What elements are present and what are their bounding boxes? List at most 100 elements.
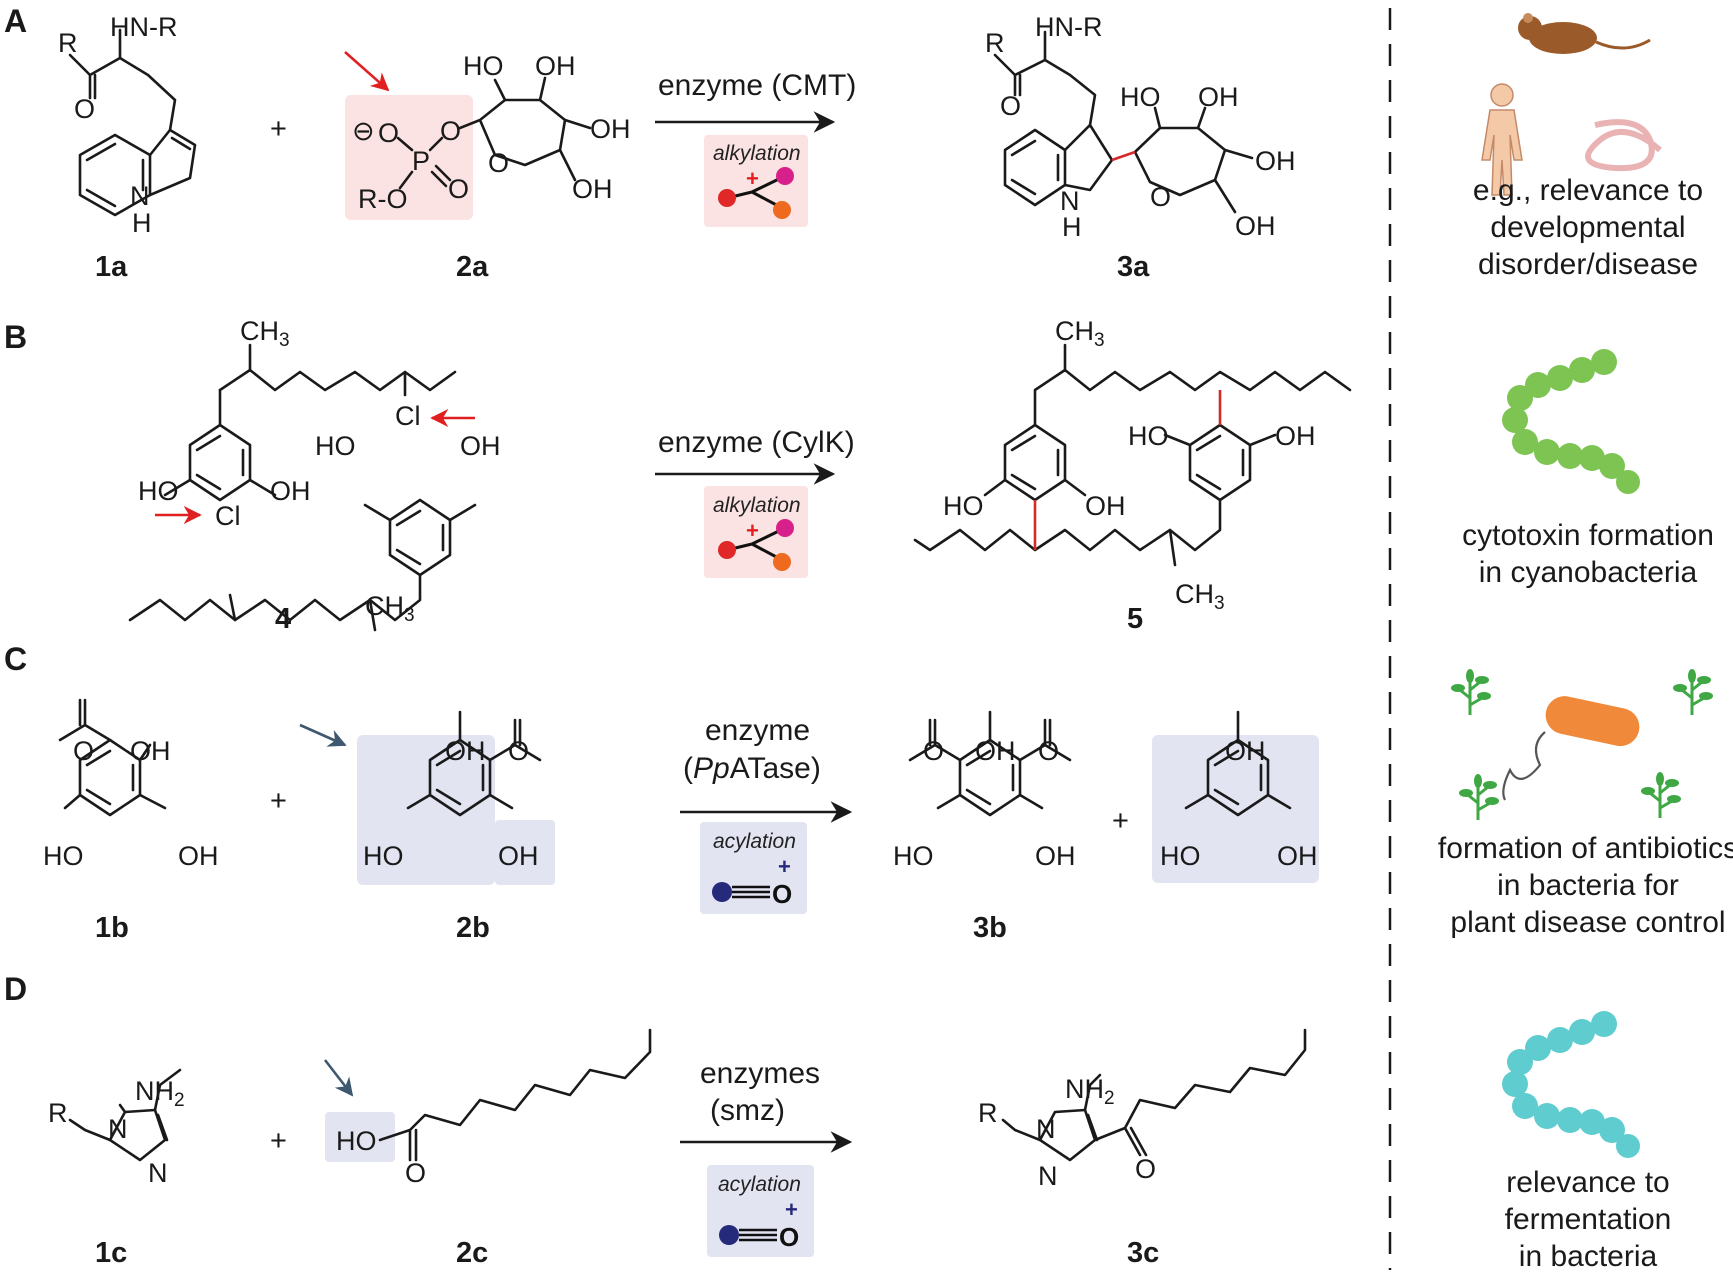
relevance-d-line3: in bacteria (1519, 1240, 1658, 1273)
compound-label-3a: 3a (1117, 251, 1150, 283)
enzyme-label-d2: (smz) (710, 1094, 785, 1127)
mechanism-label-a: alkylation (713, 142, 801, 165)
molecule-3c: R N N NH2 O (978, 1028, 1307, 1191)
molecule-phloroglucinol: OH HO OH (1160, 710, 1318, 871)
atom-n-1c-2: N (148, 1158, 168, 1188)
compound-label-5: 5 (1127, 603, 1143, 635)
atom-oh-2a-1: OH (535, 51, 576, 81)
atom-oh-1b-2: OH (178, 841, 219, 871)
atom-oh-1b-1: OH (130, 736, 171, 766)
atom-o-2a-1: O (378, 118, 399, 148)
atom-ho-4b: HO (315, 431, 356, 461)
atom-n-3a: N (1060, 186, 1080, 216)
blue-arrow-icon (299, 723, 347, 747)
relevance-c-line2: in bacteria for (1497, 869, 1679, 902)
atom-ho-3b: HO (893, 841, 934, 871)
atom-oh-phl-2: OH (1277, 841, 1318, 871)
compound-label-2b: 2b (456, 912, 490, 944)
human-icon (1481, 83, 1523, 196)
atom-ho-2c: HO (336, 1126, 377, 1156)
compound-label-1c: 1c (95, 1237, 127, 1269)
atom-oh-2a-2: OH (590, 114, 631, 144)
atom-nh2-1c: NH2 (135, 1076, 185, 1111)
mechanism-label-b: alkylation (713, 494, 801, 517)
worm-icon (1585, 119, 1662, 172)
compound-label-2c: 2c (456, 1237, 488, 1269)
atom-ho-3a: HO (1120, 82, 1161, 112)
plus-sign-c2: + (1112, 805, 1129, 837)
atom-o-3b-1: O (923, 736, 944, 766)
relevance-d-line2: fermentation (1505, 1203, 1672, 1236)
atom-o-2c: O (405, 1158, 426, 1188)
compound-label-2a: 2a (456, 251, 489, 283)
molecule-5: CH3 HO OH HO OH CH3 (913, 316, 1352, 614)
alkylation-icon: + (718, 166, 794, 219)
atom-ch3-5b: CH3 (1175, 579, 1225, 614)
molecule-3b: O OH O HO OH (893, 710, 1076, 871)
panel-label-a: A (4, 3, 27, 39)
atom-oh-5a: OH (1085, 491, 1126, 521)
cyanobacteria-icon (1502, 349, 1640, 494)
atom-h-3a: H (1062, 212, 1082, 242)
plus-sign-d: + (270, 1125, 287, 1157)
atom-o-3a: O (1000, 91, 1021, 121)
leaving-group-highlight-c (357, 735, 495, 885)
enzyme-label-c2: (PpATase) (683, 752, 821, 785)
acylation-icon: O + (712, 854, 792, 909)
atom-oh-2a-3: OH (572, 174, 613, 204)
enzyme-label-b: enzyme (CylK) (658, 426, 855, 459)
atom-cl-4b: Cl (215, 501, 241, 531)
enzyme-label-a: enzyme (CMT) (658, 69, 856, 102)
svg-text:+: + (785, 1197, 798, 1222)
fermenting-bacteria-icon (1502, 1011, 1640, 1158)
compound-label-3b: 3b (973, 912, 1007, 944)
atom-ho-5a: HO (943, 491, 984, 521)
molecule-2a: ⊖ O P O O R-O HO OH OH O OH (352, 51, 631, 214)
plant-icon (1641, 772, 1681, 818)
atom-oh-3a-3: OH (1235, 211, 1276, 241)
relevance-c-line3: plant disease control (1450, 906, 1725, 939)
mouse-icon (1518, 13, 1651, 54)
atom-ch3-5a: CH3 (1055, 316, 1105, 351)
atom-ho-5b: HO (1128, 421, 1169, 451)
atom-oh-2b-1: OH (445, 736, 486, 766)
leaving-group-highlight-a (345, 95, 473, 220)
atom-oh-4a: OH (270, 476, 311, 506)
atom-r-3c: R (978, 1098, 998, 1128)
atom-r-3a: R (985, 28, 1005, 58)
atom-oh-3b-1: OH (975, 736, 1016, 766)
atom-r-1a: R (58, 28, 78, 58)
atom-oh-3a-2: OH (1255, 146, 1296, 176)
atom-oh-3b-2: OH (1035, 841, 1076, 871)
atom-ho-phl: HO (1160, 841, 1201, 871)
atom-nh2-3c: NH2 (1065, 1074, 1115, 1109)
atom-oh-3a-1: OH (1198, 82, 1239, 112)
atom-h-1a: H (132, 208, 152, 238)
molecule-1c: R N N NH2 (48, 1068, 185, 1188)
new-bond-a (1111, 150, 1136, 162)
atom-hnr-3a: HN-R (1035, 12, 1103, 42)
panel-label-d: D (4, 971, 27, 1007)
plant-icon (1459, 774, 1499, 820)
plant-icon (1673, 669, 1713, 715)
atom-o-1b: O (73, 736, 94, 766)
panel-label-b: B (4, 319, 27, 355)
svg-text:O: O (772, 879, 792, 909)
byproduct-highlight-c (1152, 735, 1319, 883)
alkylation-icon: + (718, 518, 794, 571)
molecule-4: CH3 Cl HO OH HO OH Cl CH3 (128, 316, 501, 632)
atom-ho-1b: HO (43, 841, 84, 871)
atom-o-2b: O (508, 736, 529, 766)
atom-o-3a-ring: O (1150, 182, 1171, 212)
atom-r-1c: R (48, 1098, 68, 1128)
bacterium-icon (1502, 696, 1640, 801)
plus-sign-c: + (270, 785, 287, 817)
plant-icon (1451, 669, 1491, 715)
atom-oh-2b-2: OH (498, 841, 539, 871)
molecule-3a: R HN-R O N H HO OH OH O OH (985, 12, 1296, 242)
relevance-a-line1: e.g., relevance to (1473, 174, 1703, 207)
molecule-1b: O OH HO OH (43, 698, 219, 871)
atom-o-2a-ring: O (488, 148, 509, 178)
acylation-icon: O + (719, 1197, 799, 1252)
